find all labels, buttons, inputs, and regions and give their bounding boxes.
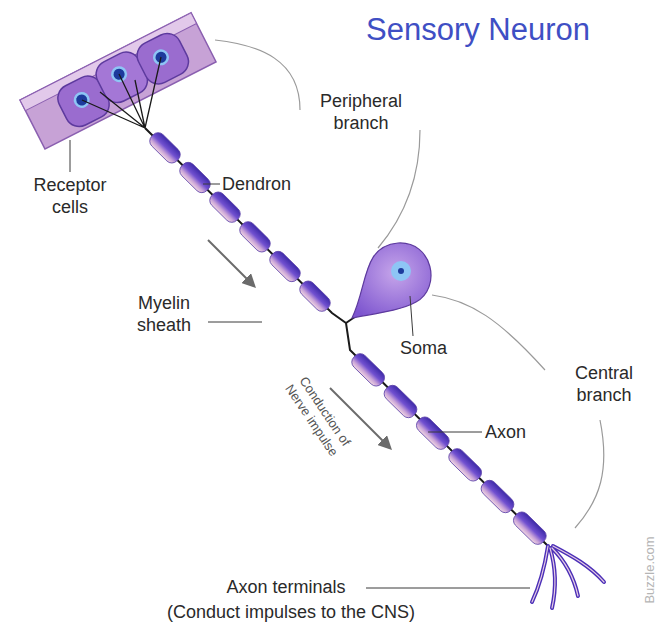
leader-line xyxy=(70,140,71,172)
myelin-segment xyxy=(511,509,550,547)
myelin-segment xyxy=(349,351,388,389)
direction-note: Conduction of Nerve impulse xyxy=(273,361,362,472)
leader-line xyxy=(203,184,220,185)
nerve-ending xyxy=(82,57,161,128)
myelin-segment xyxy=(147,130,183,166)
bracket-line xyxy=(215,40,420,248)
axon-terminal xyxy=(532,546,604,608)
myelin-segment xyxy=(267,248,303,284)
bracket-line xyxy=(432,295,604,528)
myelin-segment xyxy=(446,446,485,484)
myelin-segment xyxy=(349,351,388,389)
part-label: Soma xyxy=(400,337,460,359)
tissue-band xyxy=(20,13,197,111)
part-label: Axon xyxy=(485,421,545,443)
myelin-segment xyxy=(297,278,333,314)
soma-body xyxy=(352,243,431,318)
myelin-segment xyxy=(237,219,273,255)
myelin-segment xyxy=(267,248,303,284)
leader-line xyxy=(410,296,413,336)
part-label: Peripheral branch xyxy=(300,90,422,134)
part-label: Receptor cells xyxy=(20,174,120,218)
myelin-segment xyxy=(147,130,183,166)
myelin-segment xyxy=(177,159,213,195)
myelin-segment xyxy=(297,278,333,314)
myelin-segment xyxy=(207,189,243,225)
nucleus xyxy=(398,268,404,274)
myelin-segment xyxy=(478,477,517,515)
nerve-fibre xyxy=(145,128,550,548)
nucleus xyxy=(391,261,411,281)
myelin-sheath xyxy=(147,130,549,547)
tissue-band xyxy=(20,13,216,149)
leader-line xyxy=(366,588,530,589)
myelin-segment xyxy=(511,509,550,547)
part-label: Dendron xyxy=(222,173,312,195)
watermark: Buzzle.com xyxy=(642,525,658,615)
myelin-segment xyxy=(207,189,243,225)
part-label: Central branch xyxy=(558,362,650,406)
part-label: Myelin sheath xyxy=(118,292,210,336)
receptor-cells xyxy=(20,13,216,149)
direction-arrow xyxy=(208,240,254,286)
myelin-segment xyxy=(414,414,453,452)
myelin-segment xyxy=(446,446,485,484)
part-label: Axon terminals xyxy=(196,576,376,598)
receptor-cell xyxy=(132,29,193,89)
diagram-title: Sensory Neuron xyxy=(366,12,590,48)
leader-line xyxy=(208,322,262,323)
nucleus xyxy=(71,89,93,111)
part-note: (Conduct impulses to the CNS) xyxy=(96,601,486,623)
myelin-segment xyxy=(177,159,213,195)
myelin-segment xyxy=(237,219,273,255)
nucleus xyxy=(74,93,89,108)
myelin-segment xyxy=(381,382,420,420)
leader-line xyxy=(428,432,482,433)
myelin-segment xyxy=(478,477,517,515)
axon-terminal xyxy=(532,546,604,608)
myelin-segment xyxy=(414,414,453,452)
myelin-segment xyxy=(381,382,420,420)
